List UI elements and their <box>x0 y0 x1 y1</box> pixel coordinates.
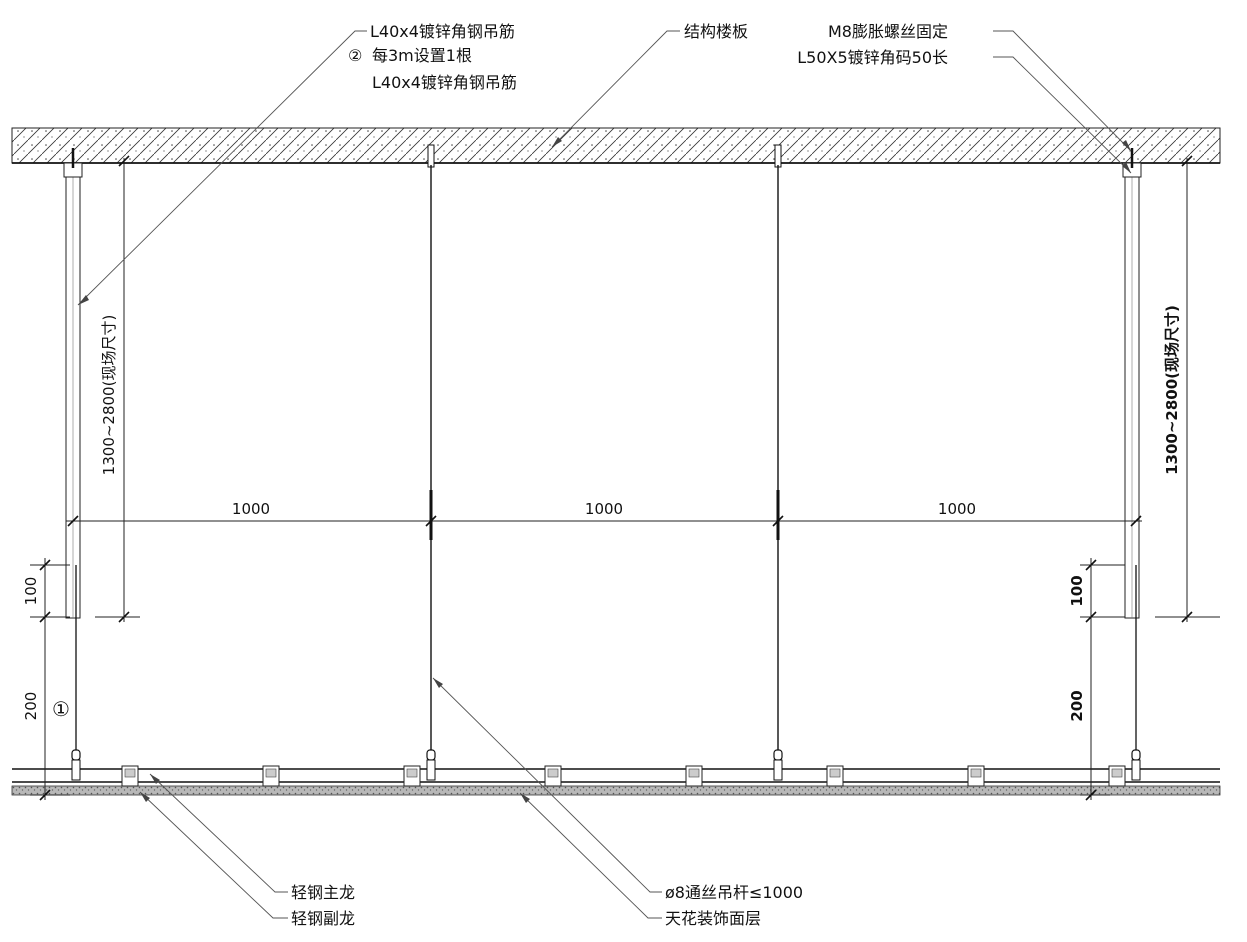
sub-keel-clip <box>403 765 421 787</box>
label-l40-bottom: L40x4镀锌角钢吊筋 <box>372 73 517 92</box>
right-height-dimension: 1300~2800(现场尺寸) <box>1155 155 1220 623</box>
marker-one: ① <box>52 697 70 721</box>
left-height-dimension: 1300~2800(现场尺寸) <box>95 155 140 623</box>
label-slab: 结构楼板 <box>684 22 748 41</box>
left-height-label: 1300~2800(现场尺寸) <box>100 315 118 476</box>
label-sub-keel: 轻钢副龙 <box>291 909 355 928</box>
ceiling-finish-layer <box>11 768 1221 796</box>
label-l40-top: L40x4镀锌角钢吊筋 <box>370 22 515 41</box>
marker-one-text: ① <box>52 697 70 721</box>
left-200-label: 200 <box>22 692 40 721</box>
span-2-label: 1000 <box>585 500 623 518</box>
sub-keel-clip <box>1108 765 1126 787</box>
right-small-dimensions: 100 200 <box>1068 558 1125 801</box>
structural-slab <box>11 127 1221 164</box>
label-rod: ø8通丝吊杆≤1000 <box>665 883 803 902</box>
sub-keel-clip <box>121 765 139 787</box>
label-every-3m: 每3m设置1根 <box>372 46 472 65</box>
label-m8: M8膨胀螺丝固定 <box>828 22 948 41</box>
label-finish: 天花装饰面层 <box>665 909 761 928</box>
annotation-slab: 结构楼板 <box>551 22 748 148</box>
annotation-anchor: M8膨胀螺丝固定 L50X5镀锌角码50长 <box>797 22 1132 174</box>
span-1-label: 1000 <box>232 500 270 518</box>
left-100-label: 100 <box>22 577 40 606</box>
right-height-label: 1300~2800(现场尺寸) <box>1163 305 1181 475</box>
left-angle-steel-hanger <box>63 148 83 781</box>
annotation-rod-finish: ø8通丝吊杆≤1000 天花装饰面层 <box>432 677 803 928</box>
left-small-dimensions: 100 200 <box>22 558 70 801</box>
sub-keel-clip <box>262 765 280 787</box>
sub-keel-clips <box>121 765 1126 787</box>
sub-keel-clip <box>544 765 562 787</box>
right-100-label: 100 <box>1068 575 1086 606</box>
label-marker-two: ② <box>348 46 362 65</box>
sub-keel-clip <box>826 765 844 787</box>
right-angle-steel-hanger <box>1122 148 1142 781</box>
right-200-label: 200 <box>1068 690 1086 721</box>
threaded-rod-2 <box>773 144 783 781</box>
sub-keel-clip <box>685 765 703 787</box>
annotation-angle-steel: L40x4镀锌角钢吊筋 ② 每3m设置1根 L40x4镀锌角钢吊筋 <box>77 22 517 306</box>
annotation-keels: 轻钢主龙 轻钢副龙 <box>139 773 355 928</box>
label-l50: L50X5镀锌角码50长 <box>797 48 948 67</box>
span-3-label: 1000 <box>938 500 976 518</box>
threaded-rod-1 <box>426 144 436 781</box>
span-dimension-line: 1000 1000 1000 <box>66 500 1142 527</box>
label-main-keel: 轻钢主龙 <box>291 883 355 902</box>
sub-keel-clip <box>967 765 985 787</box>
